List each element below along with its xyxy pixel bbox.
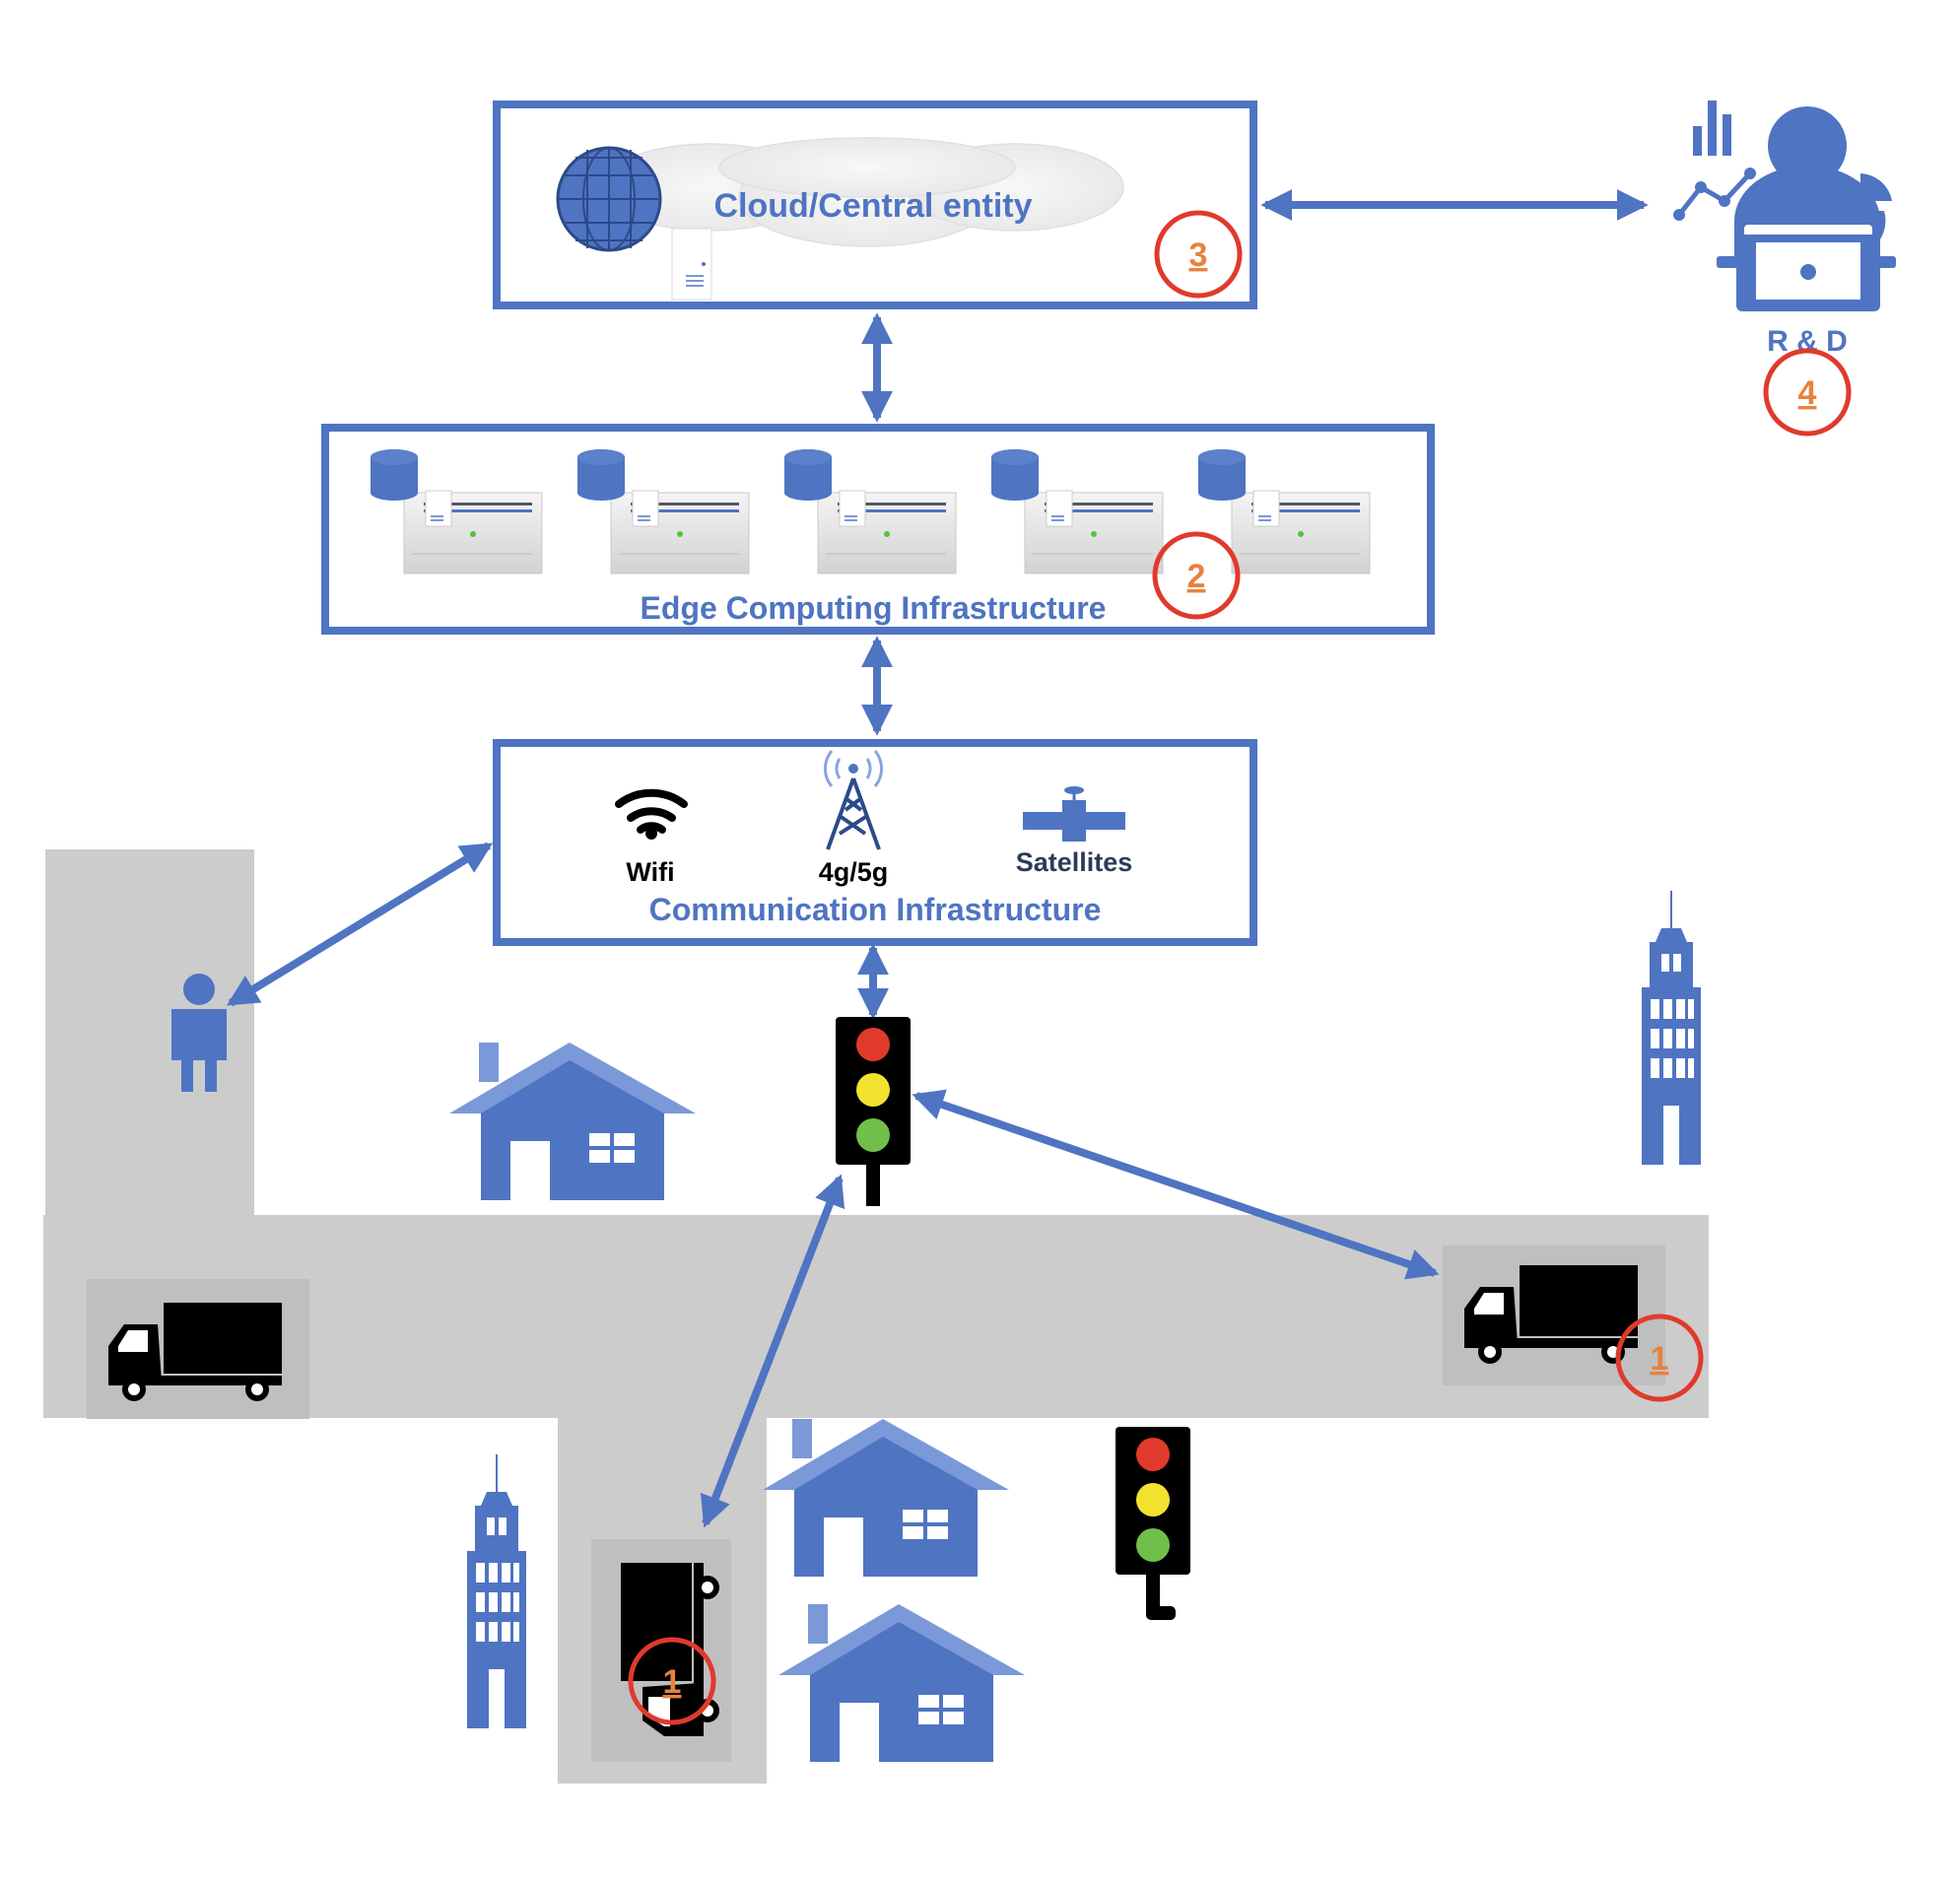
arrow-comm-person (226, 842, 494, 1007)
traffic-light-icon (1115, 1427, 1190, 1620)
house-icon (777, 1602, 1027, 1764)
communication-box: Wifi 4g/5g Satellites Communication Infr… (493, 739, 1257, 946)
house-icon (761, 1417, 1011, 1579)
truck-left (87, 1279, 309, 1419)
database-icon (577, 449, 625, 501)
comm-label: Communication Infrastructure (649, 892, 1102, 927)
badge-4-number: 4 (1798, 374, 1817, 412)
database-icon (784, 449, 832, 501)
badge-4: 4 (1763, 348, 1852, 437)
badge-1-right: 1 (1615, 1314, 1704, 1402)
edge-computing-box: Edge Computing Infrastructure 2 (321, 424, 1435, 635)
database-icon (1198, 449, 1246, 501)
cell-label: 4g/5g (819, 857, 889, 887)
traffic-light-icon (836, 1017, 911, 1206)
badge-2: 2 (1152, 531, 1241, 620)
cell-tower-icon (824, 750, 883, 850)
edge-label: Edge Computing Infrastructure (641, 590, 1107, 626)
skyscraper-icon (466, 1453, 527, 1729)
skyscraper-icon (1641, 890, 1702, 1166)
badge-1-bottom-number: 1 (663, 1663, 682, 1701)
badge-1-bottom: 1 (628, 1637, 716, 1725)
arrows (226, 189, 1649, 1528)
house-icon (447, 1041, 698, 1202)
arrow-light-truck-bottom (700, 1174, 845, 1528)
wifi-label: Wifi (626, 857, 674, 887)
badge-3-number: 3 (1189, 236, 1208, 274)
database-icon (371, 449, 418, 501)
cloud-central-box: Cloud/Central entity 3 (493, 101, 1257, 309)
analyst-icon (1673, 101, 1896, 311)
server-icon (671, 228, 712, 301)
badge-3: 3 (1154, 210, 1243, 299)
rnd-group: R & D 4 (1673, 101, 1896, 437)
globe-icon (556, 146, 662, 252)
satellite-icon (1023, 786, 1125, 842)
arrow-light-truck-right (912, 1089, 1440, 1280)
cloud-label: Cloud/Central entity (713, 187, 1032, 225)
wifi-icon (615, 788, 688, 840)
badge-1-right-number: 1 (1651, 1340, 1669, 1378)
satellite-label: Satellites (1016, 847, 1133, 877)
person-icon (171, 974, 227, 1092)
truck-right: 1 (1443, 1246, 1704, 1402)
truck-bottom: 1 (591, 1539, 731, 1762)
database-icon (991, 449, 1039, 501)
badge-2-number: 2 (1187, 558, 1206, 595)
